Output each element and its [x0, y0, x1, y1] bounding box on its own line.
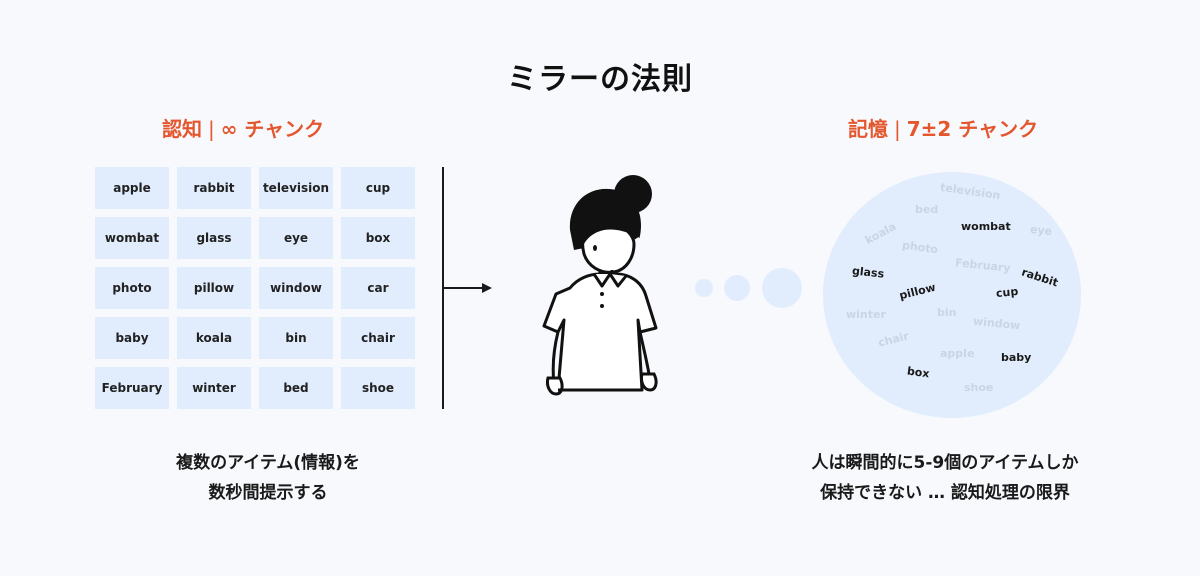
- grid-item: car: [341, 267, 415, 309]
- grid-item: glass: [177, 217, 251, 259]
- memory-limit-caption: 人は瞬間的に5-9個のアイテムしか 保持できない … 認知処理の限界: [780, 448, 1110, 508]
- memory-cloud: [823, 172, 1081, 418]
- thought-bubble-large: [762, 268, 802, 308]
- grid-item: bin: [259, 317, 333, 359]
- arrow-right-icon: [444, 283, 492, 293]
- grid-item: cup: [341, 167, 415, 209]
- forgotten-word: bed: [915, 203, 939, 216]
- grid-item: photo: [95, 267, 169, 309]
- grid-item: baby: [95, 317, 169, 359]
- forgotten-word: eye: [1029, 222, 1053, 239]
- grid-item: February: [95, 367, 169, 409]
- presentation-caption-line: 複数のアイテム(情報)を: [176, 453, 360, 473]
- grid-item: wombat: [95, 217, 169, 259]
- grid-item: koala: [177, 317, 251, 359]
- grid-item: eye: [259, 217, 333, 259]
- grid-item: box: [341, 217, 415, 259]
- cognition-label-separator: |: [208, 117, 215, 141]
- forgotten-word: shoe: [964, 381, 994, 394]
- thought-bubble-medium: [724, 275, 750, 301]
- grid-item: window: [259, 267, 333, 309]
- person-illustration: [542, 175, 658, 396]
- grid-item: winter: [177, 367, 251, 409]
- memory-label-main: 記憶: [848, 117, 888, 141]
- presentation-caption: 複数のアイテム(情報)を 数秒間提示する: [100, 448, 436, 508]
- grid-item: pillow: [177, 267, 251, 309]
- forgotten-word: bin: [937, 306, 957, 319]
- grid-item: shoe: [341, 367, 415, 409]
- grid-item: apple: [95, 167, 169, 209]
- memory-label: 記憶|7±2 チャンク: [848, 113, 1038, 142]
- forgotten-word: winter: [846, 308, 886, 321]
- cognition-label: 認知|∞ チャンク: [162, 113, 324, 142]
- memory-limit-caption-line: 人は瞬間的に5-9個のアイテムしか: [811, 453, 1079, 473]
- grid-item: rabbit: [177, 167, 251, 209]
- memory-label-separator: |: [894, 117, 901, 141]
- grid-item: chair: [341, 317, 415, 359]
- grid-item: bed: [259, 367, 333, 409]
- presentation-caption-line: 数秒間提示する: [208, 483, 328, 503]
- presented-items-grid: apple rabbit television cup wombat glass…: [95, 167, 415, 409]
- remembered-word: baby: [1001, 351, 1032, 364]
- cognition-label-chunks: ∞ チャンク: [220, 117, 325, 141]
- thought-bubble-small: [695, 279, 713, 297]
- remembered-word: cup: [995, 284, 1019, 301]
- memory-label-chunks: 7±2 チャンク: [906, 117, 1039, 141]
- forgotten-word: apple: [940, 347, 975, 360]
- remembered-word: wombat: [961, 220, 1011, 233]
- cognition-label-main: 認知: [162, 117, 202, 141]
- divider-line: [442, 167, 444, 409]
- grid-item: television: [259, 167, 333, 209]
- memory-limit-caption-line: 保持できない … 認知処理の限界: [820, 483, 1070, 503]
- diagram-title: ミラーの法則: [507, 62, 693, 97]
